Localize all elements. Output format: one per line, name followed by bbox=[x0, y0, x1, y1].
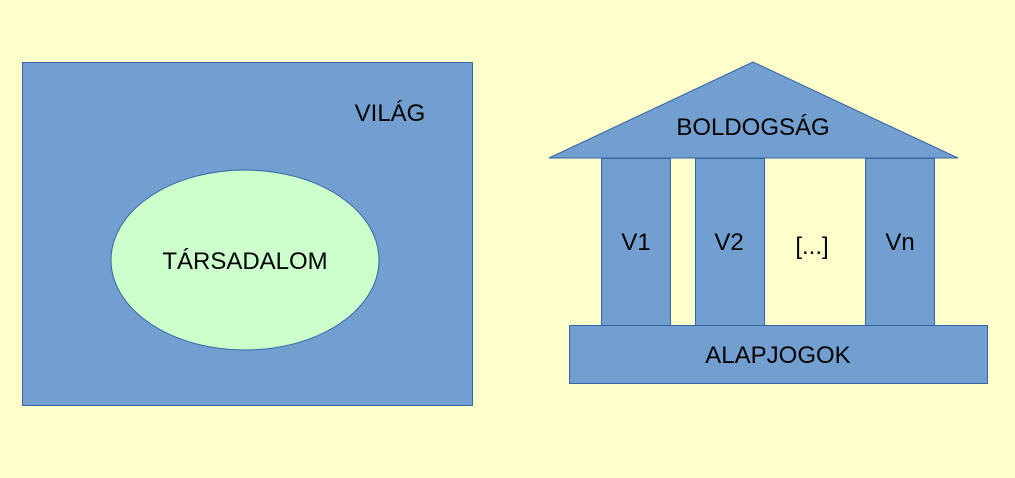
pillar-vn: Vn bbox=[865, 158, 935, 326]
society-label: TÁRSADALOM bbox=[162, 248, 327, 275]
pillar-label: [...] bbox=[795, 233, 828, 260]
foundation-label: ALAPJOGOK bbox=[705, 342, 850, 369]
foundation: ALAPJOGOK bbox=[569, 325, 988, 384]
pillar-label: Vn bbox=[885, 229, 914, 256]
pillar-ellipsis: [...] bbox=[795, 233, 828, 260]
pillar-label: V2 bbox=[714, 229, 743, 256]
pillar-v1: V1 bbox=[601, 158, 671, 326]
world-label: VILÁG bbox=[355, 100, 426, 127]
society-ellipse: TÁRSADALOM bbox=[110, 169, 380, 351]
pillar-v2: V2 bbox=[695, 158, 765, 326]
roof-label: BOLDOGSÁG bbox=[676, 114, 829, 141]
temple: BOLDOGSÁG V1 V2 [...] Vn ALAPJOGOK bbox=[548, 61, 988, 384]
pillar-label: V1 bbox=[621, 229, 650, 256]
